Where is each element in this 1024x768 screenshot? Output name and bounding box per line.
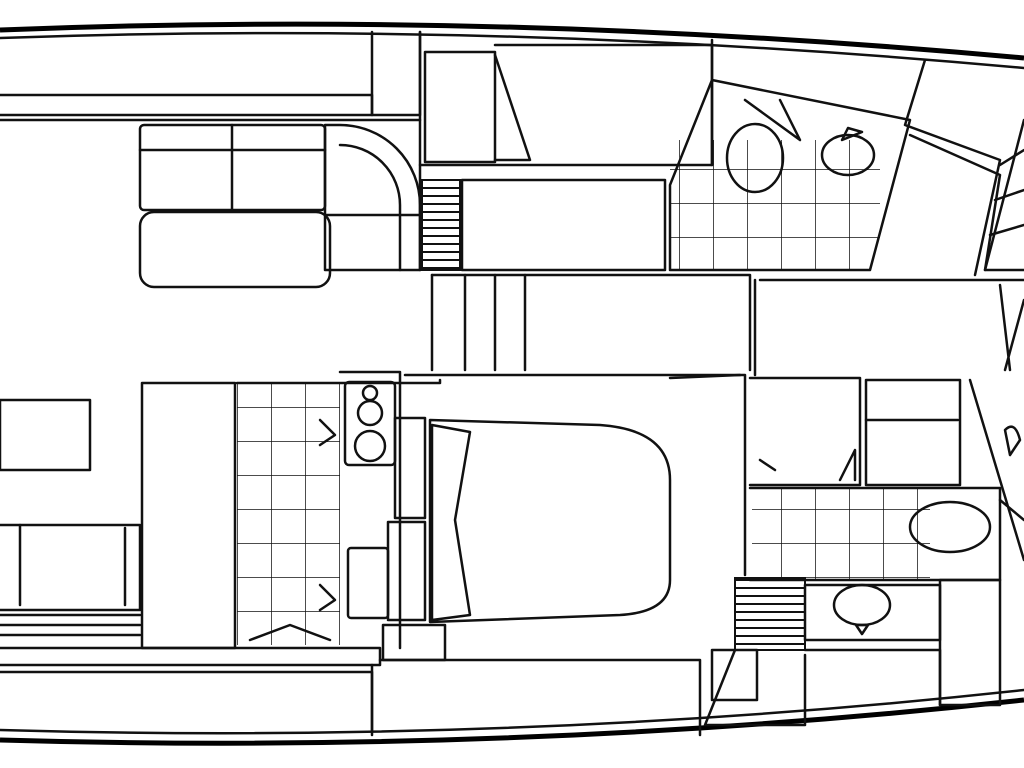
master-stateroom: [381, 373, 747, 662]
guest-cabin: [748, 376, 962, 487]
hull-outline: [0, 21, 1024, 746]
side-deck-bottom: [0, 646, 702, 737]
lower-settee: [0, 523, 142, 637]
side-deck-top: [0, 30, 422, 122]
saloon-table: [0, 398, 92, 472]
stairs-upper: [421, 179, 461, 271]
master-bed: [428, 418, 672, 624]
aft-head: [748, 486, 1002, 707]
saloon-cushion: [138, 210, 332, 289]
forward-cabin: [418, 30, 714, 272]
forward-locker: [903, 58, 1024, 277]
aft-locker: [703, 378, 1024, 727]
bed-pillow: [430, 423, 472, 622]
galley-sink: [346, 546, 390, 620]
stairs-aft: [734, 577, 806, 651]
stove: [343, 380, 397, 467]
forward-head: [668, 78, 912, 272]
galley: [140, 370, 442, 650]
companionway: [430, 273, 1024, 377]
saloon-settee: [138, 123, 422, 272]
